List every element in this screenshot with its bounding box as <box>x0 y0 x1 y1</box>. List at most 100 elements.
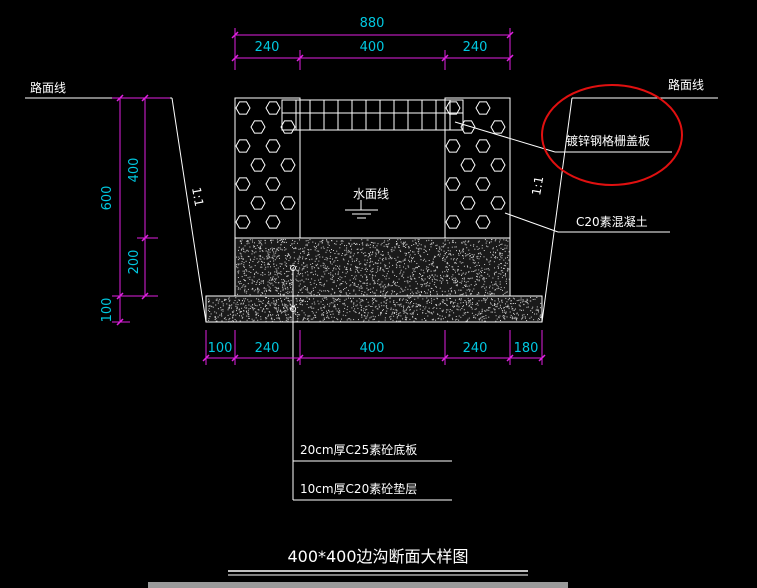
speckle-dot <box>279 247 281 249</box>
speckle-dot <box>230 320 232 322</box>
speckle-dot <box>470 244 472 246</box>
speckle-dot <box>346 247 348 249</box>
speckle-dot <box>232 317 234 319</box>
speckle-dot <box>436 266 437 268</box>
speckle-dot <box>328 244 330 246</box>
scrollbar-hint <box>148 582 568 588</box>
speckle-dot <box>431 263 433 265</box>
speckle-dot <box>366 305 368 307</box>
speckle-dot <box>493 293 495 295</box>
speckle-dot <box>338 253 340 255</box>
speckle-dot <box>509 316 511 318</box>
speckle-dot <box>477 313 479 315</box>
speckle-dot <box>333 280 335 282</box>
hatch-hexagon <box>235 177 251 191</box>
speckle-dot <box>390 285 392 287</box>
speckle-dot <box>280 271 282 273</box>
speckle-dot <box>385 278 387 280</box>
speckle-dot <box>252 241 253 243</box>
speckle-dot <box>445 252 447 253</box>
speckle-dot <box>319 282 321 283</box>
speckle-dot <box>339 279 341 281</box>
speckle-dot <box>299 300 300 302</box>
speckle-dot <box>415 243 417 245</box>
speckle-dot <box>412 315 414 317</box>
speckle-dot <box>452 302 454 304</box>
speckle-dot <box>462 294 464 296</box>
speckle-dot <box>442 279 444 281</box>
speckle-dot <box>489 287 490 289</box>
speckle-dot <box>265 266 267 268</box>
speckle-dot <box>284 305 286 307</box>
speckle-dot <box>396 242 398 244</box>
hatch-hexagon <box>280 196 296 210</box>
speckle-dot <box>498 301 500 303</box>
speckle-dot <box>308 315 310 317</box>
speckle-dot <box>237 293 238 295</box>
speckle-dot <box>324 318 325 320</box>
speckle-dot <box>408 247 410 249</box>
speckle-dot <box>400 269 402 271</box>
speckle-dot <box>300 304 302 305</box>
speckle-dot <box>371 268 373 270</box>
speckle-dot <box>355 265 357 267</box>
speckle-dot <box>458 254 460 256</box>
speckle-dot <box>493 261 495 263</box>
speckle-dot <box>274 259 276 261</box>
speckle-dot <box>215 320 217 322</box>
speckle-dot <box>270 248 271 250</box>
speckle-dot <box>451 301 453 303</box>
speckle-dot <box>340 240 342 242</box>
speckle-dot <box>330 262 331 264</box>
speckle-dot <box>477 241 479 243</box>
speckle-dot <box>393 283 395 285</box>
speckle-dot <box>476 278 478 280</box>
speckle-dot <box>247 250 249 252</box>
speckle-dot <box>436 244 438 246</box>
speckle-dot <box>442 301 444 303</box>
speckle-dot <box>474 285 476 287</box>
speckle-dot <box>371 300 373 302</box>
speckle-dot <box>427 310 428 312</box>
speckle-dot <box>389 301 391 303</box>
speckle-dot <box>342 253 343 254</box>
speckle-dot <box>281 239 283 241</box>
speckle-dot <box>212 306 214 308</box>
speckle-dot <box>332 313 334 315</box>
speckle-dot <box>473 271 475 272</box>
slope-ratio-right: 1:1 <box>529 175 546 196</box>
speckle-dot <box>263 308 264 310</box>
speckle-dot <box>497 278 499 280</box>
speckle-dot <box>498 317 500 319</box>
speckle-dot <box>415 287 417 289</box>
speckle-dot <box>462 272 464 274</box>
speckle-dot <box>245 269 247 271</box>
speckle-dot <box>276 311 278 313</box>
speckle-dot <box>236 266 237 268</box>
speckle-dot <box>436 293 438 295</box>
speckle-dot <box>379 269 381 271</box>
speckle-dot <box>218 300 220 302</box>
speckle-dot <box>537 319 539 321</box>
speckle-dot <box>427 300 429 302</box>
speckle-dot <box>466 265 468 267</box>
speckle-dot <box>524 316 526 318</box>
speckle-dot <box>431 300 433 302</box>
speckle-dot <box>336 257 338 259</box>
speckle-dot <box>481 244 483 246</box>
speckle-dot <box>453 259 454 261</box>
speckle-dot <box>263 290 265 292</box>
speckle-dot <box>411 245 413 246</box>
speckle-dot <box>366 275 368 277</box>
speckle-dot <box>328 310 330 311</box>
speckle-dot <box>407 297 409 299</box>
speckle-dot <box>468 285 470 287</box>
speckle-dot <box>287 293 289 294</box>
speckle-dot <box>240 283 242 284</box>
speckle-dot <box>403 244 404 246</box>
speckle-dot <box>452 266 454 268</box>
dim-left-upper: 400 <box>127 158 142 183</box>
speckle-dot <box>334 306 336 308</box>
speckle-dot <box>511 308 513 310</box>
speckle-dot <box>483 318 485 320</box>
